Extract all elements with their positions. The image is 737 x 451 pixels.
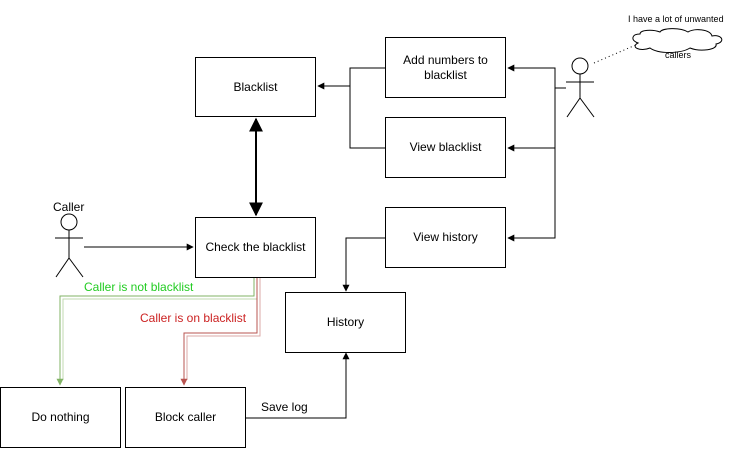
caller-actor-label: Caller — [53, 200, 85, 214]
block-caller-label: Block caller — [154, 410, 217, 424]
add-numbers-node[interactable]: Add numbers to blacklist — [385, 37, 506, 98]
check-blacklist-node[interactable]: Check the blacklist — [195, 217, 316, 278]
usecases-to-blacklist-edges — [317, 67, 386, 149]
on-blacklist-edge — [180, 278, 261, 386]
do-nothing-node[interactable]: Do nothing — [0, 387, 121, 448]
add-numbers-label: Add numbers to blacklist — [403, 52, 488, 82]
block-caller-node[interactable]: Block caller — [125, 387, 246, 448]
view-history-node[interactable]: View history — [385, 207, 506, 268]
save-log-edge — [246, 352, 350, 419]
not-blacklisted-label: Caller is not blacklist — [84, 280, 194, 294]
view-blacklist-label: View blacklist — [409, 140, 482, 154]
do-nothing-label: Do nothing — [31, 410, 90, 424]
note-line-2: callers — [665, 50, 692, 60]
viewhistory-to-history-edge — [342, 237, 386, 292]
note-cloud — [593, 28, 723, 64]
blacklist-label: Blacklist — [233, 79, 278, 94]
check-blacklist-label: Check the blacklist — [205, 240, 306, 254]
view-blacklist-node[interactable]: View blacklist — [385, 117, 506, 178]
user-actor-figure — [566, 57, 595, 118]
actor-to-usecases-edges — [507, 64, 566, 242]
note-line-1: I have a lot of unwanted — [628, 14, 724, 24]
on-blacklist-label: Caller is on blacklist — [140, 311, 247, 325]
history-label: History — [326, 315, 365, 329]
history-node[interactable]: History — [285, 292, 406, 353]
not-blacklisted-edge — [56, 278, 258, 386]
view-history-label: View history — [413, 230, 478, 244]
save-log-label: Save log — [261, 400, 308, 414]
blacklist-node[interactable]: Blacklist — [195, 57, 316, 117]
caller-actor-figure — [55, 213, 84, 278]
